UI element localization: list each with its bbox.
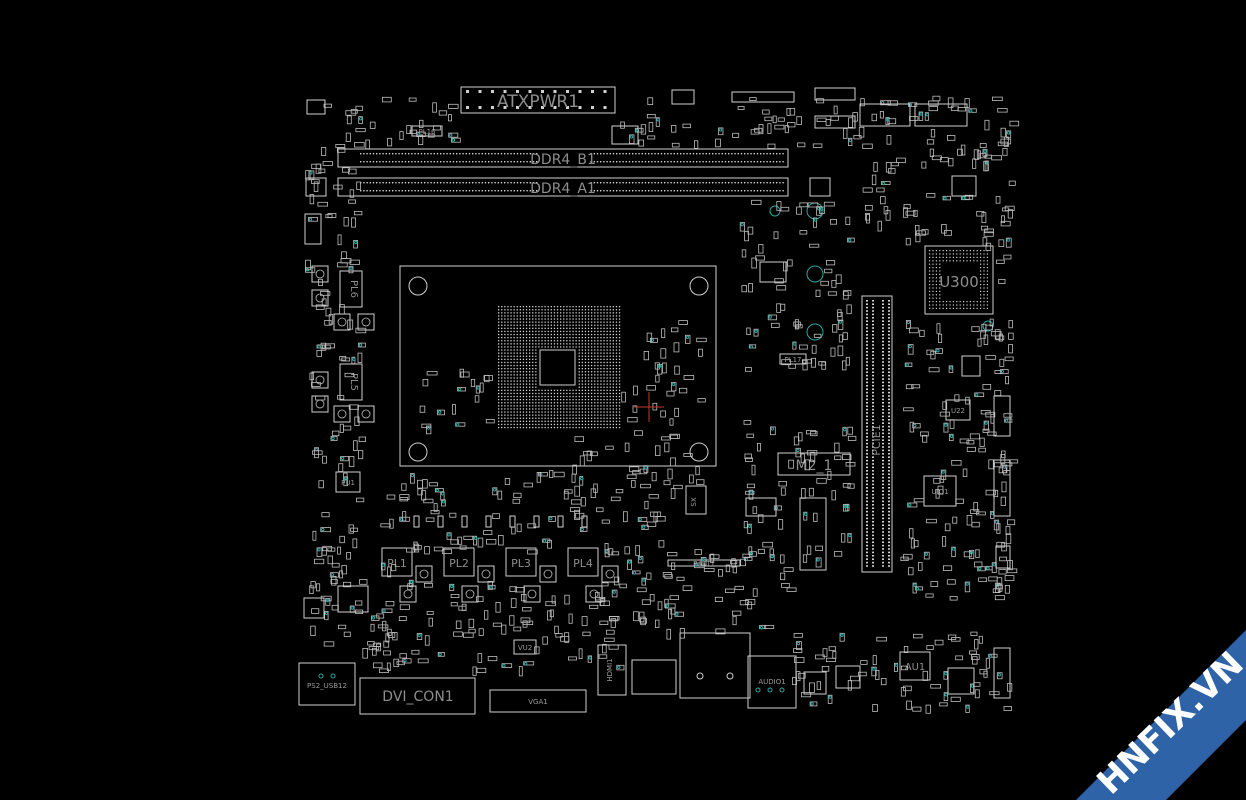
ddr4-slot-a[interactable]: DDR4_A1 <box>337 177 789 197</box>
svg-text:AUDIO1: AUDIO1 <box>758 678 785 686</box>
pcie-slot[interactable]: PCIE1 <box>861 295 893 573</box>
svg-text:PS2_USB12: PS2_USB12 <box>307 682 347 690</box>
svg-text:PL17: PL17 <box>784 356 801 364</box>
chip-u22[interactable]: U22 <box>945 399 971 421</box>
svg-text:VU2: VU2 <box>518 644 532 652</box>
svg-text:AU1: AU1 <box>905 662 926 673</box>
atxpwr-label: ATXPWR1 <box>497 92 579 112</box>
usb-stack[interactable] <box>631 659 677 695</box>
u300-label: U300 <box>939 273 979 291</box>
watermark-stripe <box>1076 630 1246 800</box>
smd-components <box>303 87 1020 714</box>
svg-text:SX: SX <box>690 497 698 506</box>
inductor-pl1[interactable]: PL1 <box>381 547 413 577</box>
inductor-pl3[interactable]: PL3 <box>505 547 537 577</box>
svg-text:UIO1: UIO1 <box>931 488 948 496</box>
vga-connector[interactable]: VGA1 <box>489 689 587 713</box>
inductor-pl2[interactable]: PL2 <box>443 547 475 577</box>
cpu-socket[interactable] <box>399 265 717 467</box>
ddr4-b-label: DDR4_B1 <box>530 152 596 168</box>
atx-power-connector[interactable]: ATXPWR1 <box>460 86 616 114</box>
svg-text:PL3: PL3 <box>511 557 531 570</box>
audio-connector[interactable]: AUDIO1 <box>747 655 797 709</box>
svg-text:HDMI1: HDMI1 <box>606 658 614 681</box>
svg-text:PL4: PL4 <box>573 557 593 570</box>
chip-au1[interactable]: AU1 <box>899 651 931 681</box>
dvi-connector[interactable]: DVI_CON1 <box>359 677 476 715</box>
inductor-pl4[interactable]: PL4 <box>567 547 599 577</box>
inductor-pl6[interactable]: PL6 <box>339 270 363 308</box>
ddr4-slot-b[interactable]: DDR4_B1 <box>337 148 789 168</box>
chip-sx[interactable]: SX <box>685 485 707 515</box>
svg-text:PL2: PL2 <box>449 557 469 570</box>
svg-text:DVI_CON1: DVI_CON1 <box>382 689 453 705</box>
hnfix-watermark: HNFIX.VN <box>1076 630 1246 800</box>
ps2-usb-connector[interactable]: PS2_USB12 <box>298 662 356 706</box>
ddr4-a-label: DDR4_A1 <box>530 181 596 197</box>
svg-text:PL6: PL6 <box>348 280 359 298</box>
svg-text:U22: U22 <box>951 407 965 415</box>
svg-text:VGA1: VGA1 <box>528 698 547 706</box>
svg-text:PL5: PL5 <box>348 373 359 391</box>
svg-text:PL1: PL1 <box>387 557 407 570</box>
lan-usb-connector[interactable] <box>679 632 751 699</box>
pcie-label: PCIE1 <box>870 424 883 456</box>
inductor-pl16[interactable]: PL16 <box>411 125 443 137</box>
svg-text:PL16: PL16 <box>418 128 436 136</box>
inductor-pl5[interactable]: PL5 <box>339 363 363 401</box>
chipset-u300[interactable]: U300 <box>924 245 994 315</box>
